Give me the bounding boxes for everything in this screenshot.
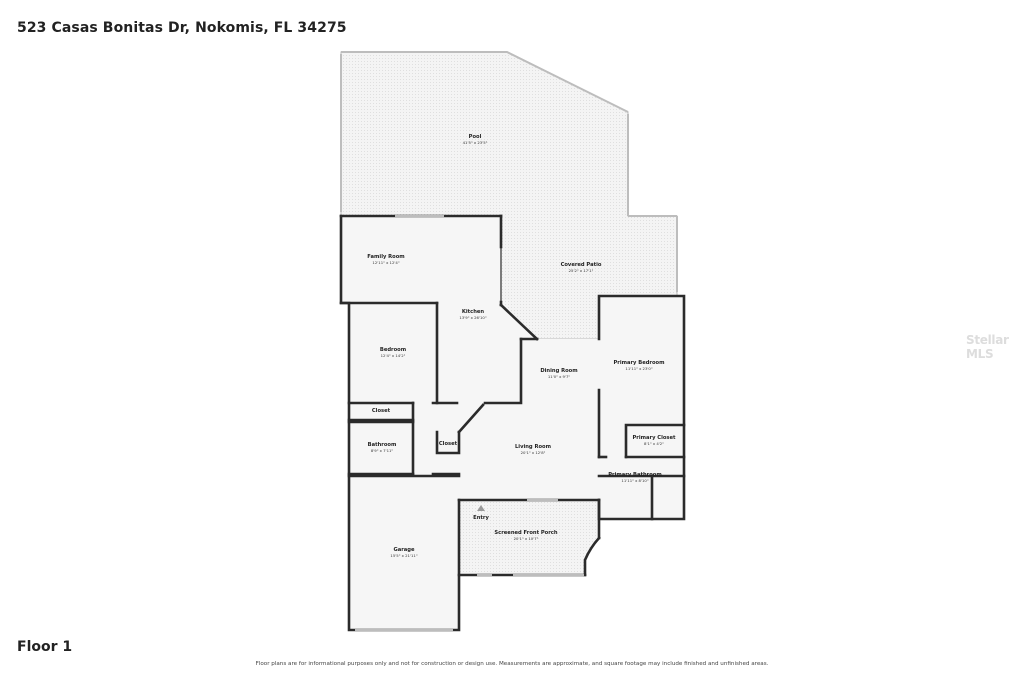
room-screened-front-porch: Screened Front Porch 20'1" x 10'7" — [494, 530, 557, 541]
room-closet-2: Closet — [439, 441, 458, 447]
room-primary-closet: Primary Closet 8'1" x 4'2" — [632, 435, 676, 446]
svg-text:8'9" x 7'11": 8'9" x 7'11" — [371, 448, 394, 453]
svg-text:8'1" x 4'2": 8'1" x 4'2" — [644, 441, 664, 446]
svg-text:20'1" x 12'8": 20'1" x 12'8" — [521, 450, 546, 455]
room-primary-bathroom: Primary Bathroom 11'11" x 8'10" — [608, 472, 662, 483]
svg-text:Entry: Entry — [473, 515, 489, 521]
room-primary-bedroom: Primary Bedroom 11'11" x 23'0" — [613, 360, 664, 371]
property-address: 523 Casas Bonitas Dr, Nokomis, FL 34275 — [17, 20, 347, 36]
watermark: Stellar MLS — [966, 333, 1009, 361]
room-covered-patio: Covered Patio 25'2" x 17'1" — [561, 262, 602, 273]
svg-text:Bedroom: Bedroom — [380, 347, 406, 353]
svg-text:Covered Patio: Covered Patio — [561, 262, 602, 268]
room-bedroom: Bedroom 12'4" x 14'2" — [380, 347, 406, 358]
svg-text:Family Room: Family Room — [367, 254, 404, 260]
room-garage: Garage 15'5" x 21'11" — [390, 547, 417, 558]
svg-text:12'4" x 14'2": 12'4" x 14'2" — [381, 353, 406, 358]
svg-text:Primary Bedroom: Primary Bedroom — [613, 360, 664, 366]
entry-arrow-icon — [477, 505, 485, 511]
room-kitchen: Kitchen 13'9" x 26'10" — [459, 309, 486, 320]
svg-text:11'11" x 23'0": 11'11" x 23'0" — [625, 366, 652, 371]
svg-text:Bathroom: Bathroom — [368, 442, 397, 448]
svg-text:11'0" x 9'7": 11'0" x 9'7" — [548, 374, 571, 379]
svg-text:Screened Front Porch: Screened Front Porch — [494, 530, 557, 536]
svg-text:Living Room: Living Room — [515, 444, 551, 450]
svg-text:Primary Closet: Primary Closet — [632, 435, 676, 441]
svg-text:20'1" x 10'7": 20'1" x 10'7" — [514, 536, 539, 541]
svg-text:15'5" x 21'11": 15'5" x 21'11" — [390, 553, 417, 558]
svg-text:Pool: Pool — [469, 134, 482, 140]
svg-text:Closet: Closet — [372, 408, 391, 414]
svg-text:Closet: Closet — [439, 441, 458, 447]
svg-text:13'9" x 26'10": 13'9" x 26'10" — [459, 315, 486, 320]
pool-screen-top — [341, 51, 629, 113]
disclaimer-text: Floor plans are for informational purpos… — [255, 661, 769, 667]
svg-text:11'11" x 8'10": 11'11" x 8'10" — [621, 478, 648, 483]
porch-floor — [459, 500, 599, 575]
room-bathroom: Bathroom 8'9" x 7'11" — [368, 442, 397, 453]
svg-text:12'11" x 12'4": 12'11" x 12'4" — [372, 260, 399, 265]
room-dining-room: Dining Room 11'0" x 9'7" — [540, 368, 577, 379]
svg-text:Garage: Garage — [393, 547, 415, 553]
svg-text:Primary Bathroom: Primary Bathroom — [608, 472, 662, 478]
floor-label: Floor 1 — [17, 639, 73, 655]
room-family-room: Family Room 12'11" x 12'4" — [367, 254, 404, 265]
exterior-wall-west — [339, 214, 461, 632]
room-living-room: Living Room 20'1" x 12'8" — [515, 444, 551, 455]
room-pool: Pool 41'5" x 23'5" — [463, 134, 488, 145]
svg-text:Kitchen: Kitchen — [462, 309, 485, 315]
svg-text:25'2" x 17'1": 25'2" x 17'1" — [569, 268, 594, 273]
room-entry: Entry — [473, 515, 489, 521]
svg-text:41'5" x 23'5": 41'5" x 23'5" — [463, 140, 488, 145]
room-closet-1: Closet — [372, 408, 391, 414]
interior-floor — [341, 216, 684, 630]
svg-text:Dining Room: Dining Room — [540, 368, 577, 374]
